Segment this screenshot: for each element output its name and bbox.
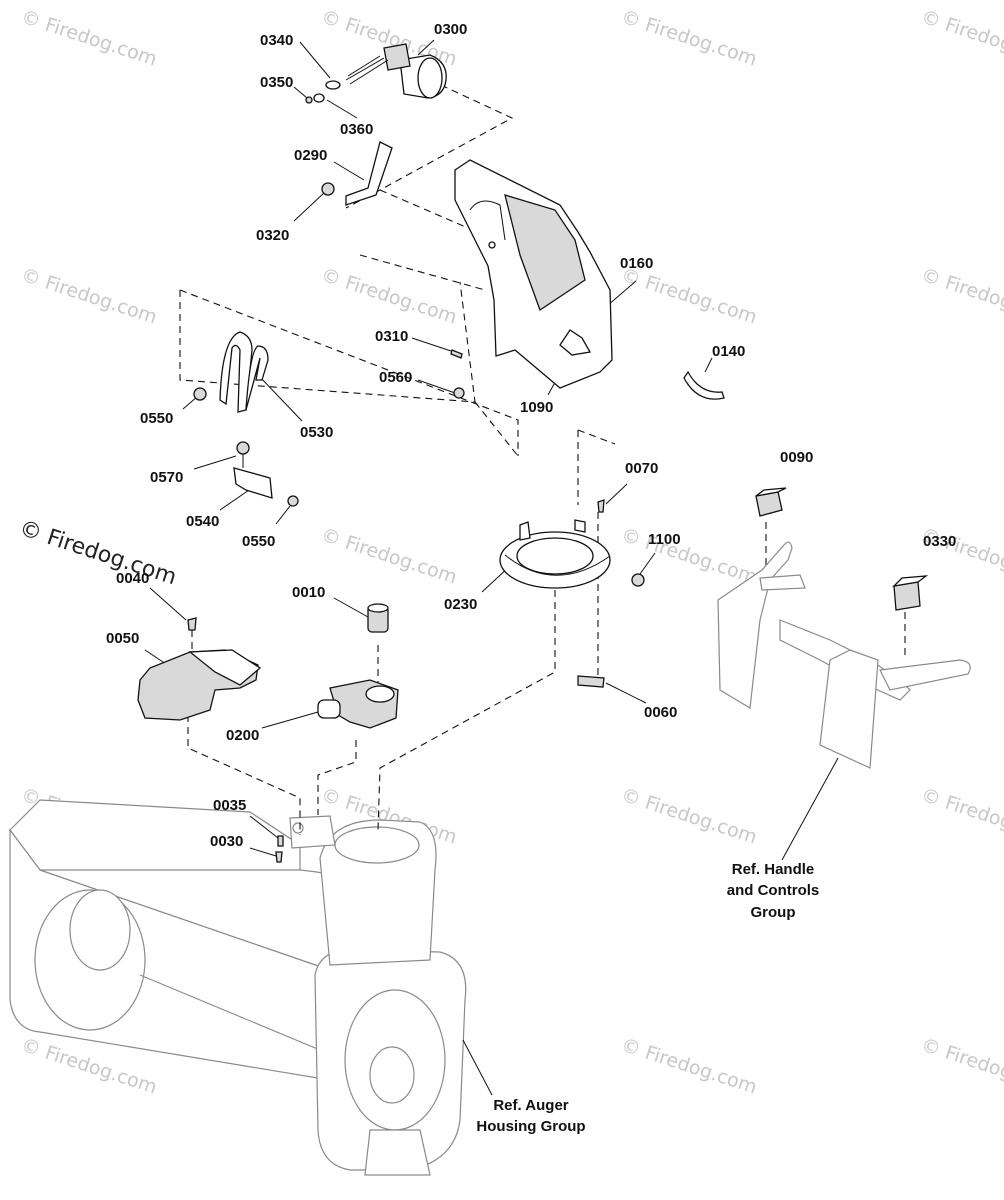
part-label-0010: 0010 <box>292 584 325 601</box>
part-label-0090: 0090 <box>780 449 813 466</box>
watermark-text: © Firedog.com <box>618 6 759 71</box>
ref-handle-line-3: Group <box>751 904 796 921</box>
washer-0360 <box>313 93 325 103</box>
part-label-0200: 0200 <box>226 727 259 744</box>
part-label-0160: 0160 <box>620 255 653 272</box>
part-label-1100: 1100 <box>648 531 681 548</box>
bracket-0540 <box>233 467 273 499</box>
watermark-text-prominent: © Firedog.com <box>16 516 179 590</box>
cover-0050 <box>137 649 262 721</box>
part-label-0360: 0360 <box>340 121 373 138</box>
clip-0140 <box>683 370 725 400</box>
screw-0040 <box>187 617 197 631</box>
bracket-0290 <box>345 141 393 206</box>
part-label-0300: 0300 <box>434 21 467 38</box>
part-label-0035: 0035 <box>213 797 246 814</box>
part-label-0230: 0230 <box>444 596 477 613</box>
screws-0035-0030 <box>275 835 284 863</box>
chute-ring-0230 <box>499 519 611 589</box>
ref-handle-line-2: and Controls <box>727 882 820 899</box>
part-label-0050: 0050 <box>106 630 139 647</box>
part-label-0350: 0350 <box>260 74 293 91</box>
part-label-0070: 0070 <box>625 460 658 477</box>
assembly-lines <box>179 79 906 835</box>
gear-0010 <box>367 603 389 633</box>
part-label-0310: 0310 <box>375 328 408 345</box>
part-label-0550-bottom: 0550 <box>242 533 275 550</box>
nut-0320 <box>321 182 335 196</box>
part-label-0530: 0530 <box>300 424 333 441</box>
nut-0550-bottom <box>287 495 299 507</box>
washer-0340 <box>325 80 341 90</box>
chute-0160 <box>454 159 613 389</box>
part-label-0330: 0330 <box>923 533 956 550</box>
watermark-text: © Firedog.com <box>918 6 1004 71</box>
watermark-text: © Firedog.com <box>318 264 459 329</box>
chute-crank-motor-0300 <box>345 43 447 99</box>
watermark-text: © Firedog.com <box>618 1034 759 1099</box>
ref-handle-line-1: Ref. Handle <box>732 861 815 878</box>
part-label-0060: 0060 <box>644 704 677 721</box>
auger-housing-drawing <box>9 799 467 1176</box>
part-label-0030: 0030 <box>210 833 243 850</box>
watermark-text: © Firedog.com <box>918 784 1004 849</box>
nut-1100 <box>631 573 645 587</box>
part-label-0540: 0540 <box>186 513 219 530</box>
watermark-text: © Firedog.com <box>618 264 759 329</box>
nut-0550-top <box>193 387 207 401</box>
wire-rod-0530 <box>219 331 269 413</box>
ref-auger-line-2: Housing Group <box>476 1118 585 1135</box>
part-label-0040: 0040 <box>116 570 149 587</box>
button-0330 <box>892 575 929 611</box>
motor-0200 <box>317 679 399 729</box>
part-label-1090: 1090 <box>520 399 553 416</box>
spacer-0060 <box>577 675 605 688</box>
part-label-0320: 0320 <box>256 227 289 244</box>
part-label-0560: 0560 <box>379 369 412 386</box>
part-label-0570: 0570 <box>150 469 183 486</box>
ref-auger-line-1: Ref. Auger <box>493 1097 568 1114</box>
reference-labels: Ref. Handle and Controls Group Ref. Auge… <box>476 861 819 1135</box>
screw-0350 <box>305 96 313 104</box>
watermark-text: © Firedog.com <box>18 264 159 329</box>
part-label-0140: 0140 <box>712 343 745 360</box>
part-label-0290: 0290 <box>294 147 327 164</box>
part-labels: 0300 0340 0350 0360 0290 0320 0160 0310 … <box>106 21 956 850</box>
nut-0560 <box>453 387 465 399</box>
bolt-0570 <box>236 441 250 468</box>
screw-0070 <box>597 499 605 513</box>
watermark-text: © Firedog.com <box>18 6 159 71</box>
watermark-text: © Firedog.com <box>318 524 459 589</box>
part-label-0550-top: 0550 <box>140 410 173 427</box>
watermark-text: © Firedog.com <box>918 1034 1004 1099</box>
watermark-text: © Firedog.com <box>918 264 1004 329</box>
watermark-text: © Firedog.com <box>618 784 759 849</box>
part-label-0340: 0340 <box>260 32 293 49</box>
button-0090 <box>755 487 787 517</box>
handle-controls-drawing <box>717 541 971 769</box>
screw-0310 <box>450 349 463 359</box>
